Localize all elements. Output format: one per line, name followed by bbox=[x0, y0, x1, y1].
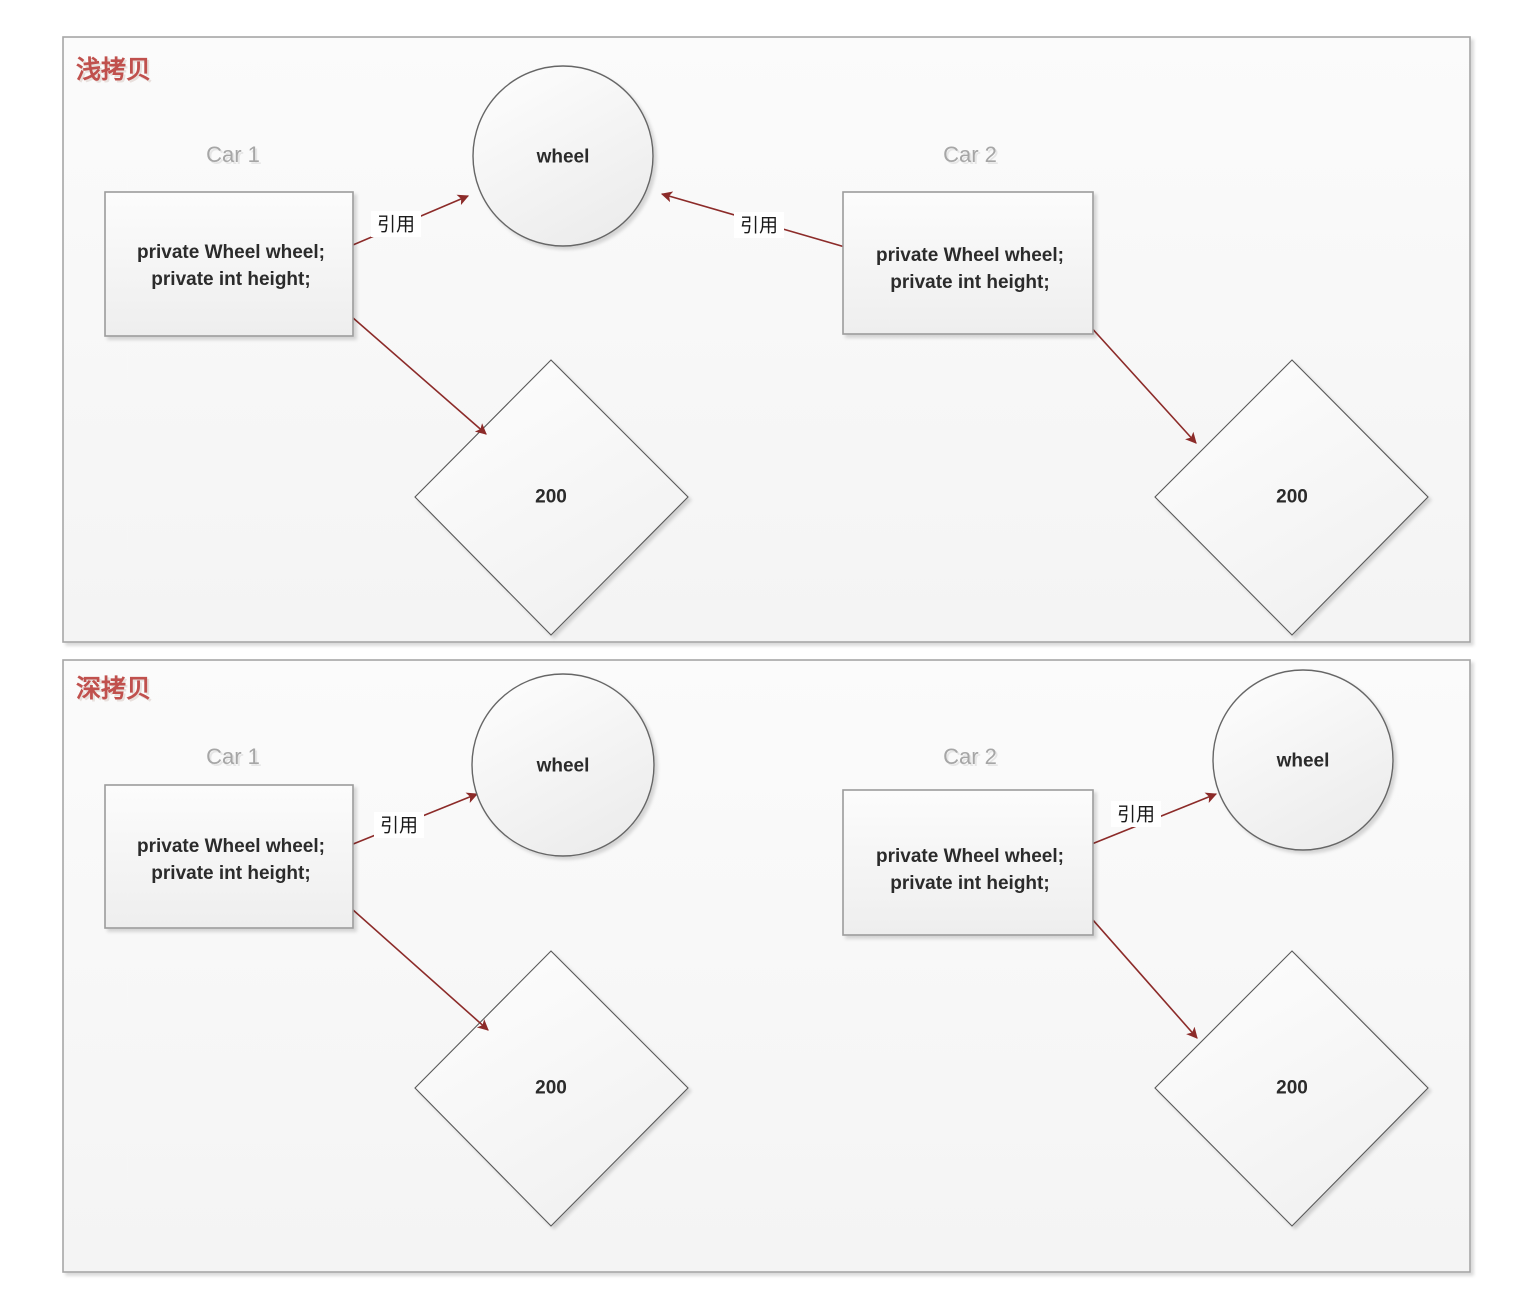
edge-label-text-2-shallow: 引用 bbox=[740, 215, 778, 237]
wheel-circle-right-shape-deep bbox=[1212, 669, 1394, 851]
car1-label-deep: Car 1 bbox=[206, 744, 260, 769]
car2-label-shadow-shallow: Car 2 bbox=[945, 144, 999, 169]
edge-label-text-1-deep: 引用 bbox=[380, 815, 418, 837]
diamond-value-right-deep[interactable]: 200 bbox=[1154, 950, 1429, 1227]
car2-code-line1-shallow: private Wheel wheel; bbox=[876, 245, 1064, 266]
edge-label-bg-2-deep bbox=[1111, 801, 1161, 827]
edge-label-bg-2-shallow bbox=[734, 212, 784, 238]
car2-code-line2-deep: private int height; bbox=[890, 873, 1049, 894]
diamond-shape-right-deep bbox=[1154, 950, 1429, 1227]
panel-title-shadow-deep: 深拷贝 bbox=[78, 677, 153, 705]
car2-code-line1-deep: private Wheel wheel; bbox=[876, 846, 1064, 867]
wheel-circle-shape-shallow bbox=[472, 65, 654, 247]
edge-label-car1-wheel-deep: 引用 bbox=[374, 812, 424, 838]
edge-label-car2-wheel-shallow: 引用 bbox=[734, 212, 784, 238]
edge-label-bg-1-shallow bbox=[371, 211, 421, 237]
car2-label-shadow-deep: Car 2 bbox=[945, 746, 999, 771]
panel-title-deep: 深拷贝 bbox=[76, 675, 151, 703]
panel-deep-copy: 深拷贝 深拷贝 Car 1 Car 1 Car 2 Car 2 200 200 bbox=[62, 659, 1471, 1273]
car2-label-deep: Car 2 bbox=[943, 744, 997, 769]
wheel-circle-left-text-deep: wheel bbox=[536, 756, 590, 777]
car1-box-shallow[interactable]: private Wheel wheel; private int height; bbox=[104, 191, 354, 337]
wheel-circle-text-shallow: wheel bbox=[536, 147, 590, 168]
wheel-circle-left-deep[interactable]: wheel bbox=[471, 673, 655, 857]
car2-box-deep[interactable]: private Wheel wheel; private int height; bbox=[842, 789, 1094, 936]
car1-box-shape-deep bbox=[104, 784, 354, 929]
car1-label-shadow-deep: Car 1 bbox=[208, 746, 262, 771]
panel-title-shallow: 浅拷贝 bbox=[76, 56, 151, 84]
car1-code-line1-deep: private Wheel wheel; bbox=[137, 836, 325, 857]
car2-label-shallow: Car 2 bbox=[943, 142, 997, 167]
car1-box-deep[interactable]: private Wheel wheel; private int height; bbox=[104, 784, 354, 929]
car2-code-line2-shallow: private int height; bbox=[890, 272, 1049, 293]
diamond-value-right-deep-text: 200 bbox=[1276, 1078, 1308, 1099]
car1-box-shape-shallow bbox=[104, 191, 354, 337]
edge-label-bg-1-deep bbox=[374, 812, 424, 838]
diamond-value-left-deep-text: 200 bbox=[535, 1078, 567, 1099]
panel-title-shadow-shallow: 浅拷贝 bbox=[78, 58, 153, 86]
edge-label-text-2-deep: 引用 bbox=[1117, 804, 1155, 826]
edge-label-car2-wheel-deep: 引用 bbox=[1111, 801, 1161, 827]
car2-box-shallow[interactable]: private Wheel wheel; private int height; bbox=[842, 191, 1094, 335]
car2-box-shape-shallow bbox=[842, 191, 1094, 335]
edge-label-text-1-shallow: 引用 bbox=[377, 214, 415, 236]
diamond-value-right-shallow-text: 200 bbox=[1276, 487, 1308, 508]
panel-shallow-copy: 浅拷贝 浅拷贝 Car 1 Car 1 Car 2 Car 2 200 200 bbox=[62, 36, 1471, 643]
car1-label-shallow: Car 1 bbox=[206, 142, 260, 167]
wheel-circle-right-deep[interactable]: wheel bbox=[1212, 669, 1394, 851]
car1-code-line2-shallow: private int height; bbox=[151, 269, 310, 290]
edge-label-car1-wheel-shallow: 引用 bbox=[371, 211, 421, 237]
diamond-shape-right-shallow bbox=[1154, 359, 1429, 636]
wheel-circle-right-text-deep: wheel bbox=[1276, 751, 1330, 772]
wheel-circle-shallow[interactable]: wheel bbox=[472, 65, 654, 247]
car1-code-line2-deep: private int height; bbox=[151, 863, 310, 884]
car1-label-shadow-shallow: Car 1 bbox=[208, 144, 262, 169]
diamond-value-right-shallow[interactable]: 200 bbox=[1154, 359, 1429, 636]
car1-code-line1-shallow: private Wheel wheel; bbox=[137, 242, 325, 263]
diamond-value-left-shallow-text: 200 bbox=[535, 487, 567, 508]
car2-box-shape-deep bbox=[842, 789, 1094, 936]
wheel-circle-left-shape-deep bbox=[471, 673, 655, 857]
